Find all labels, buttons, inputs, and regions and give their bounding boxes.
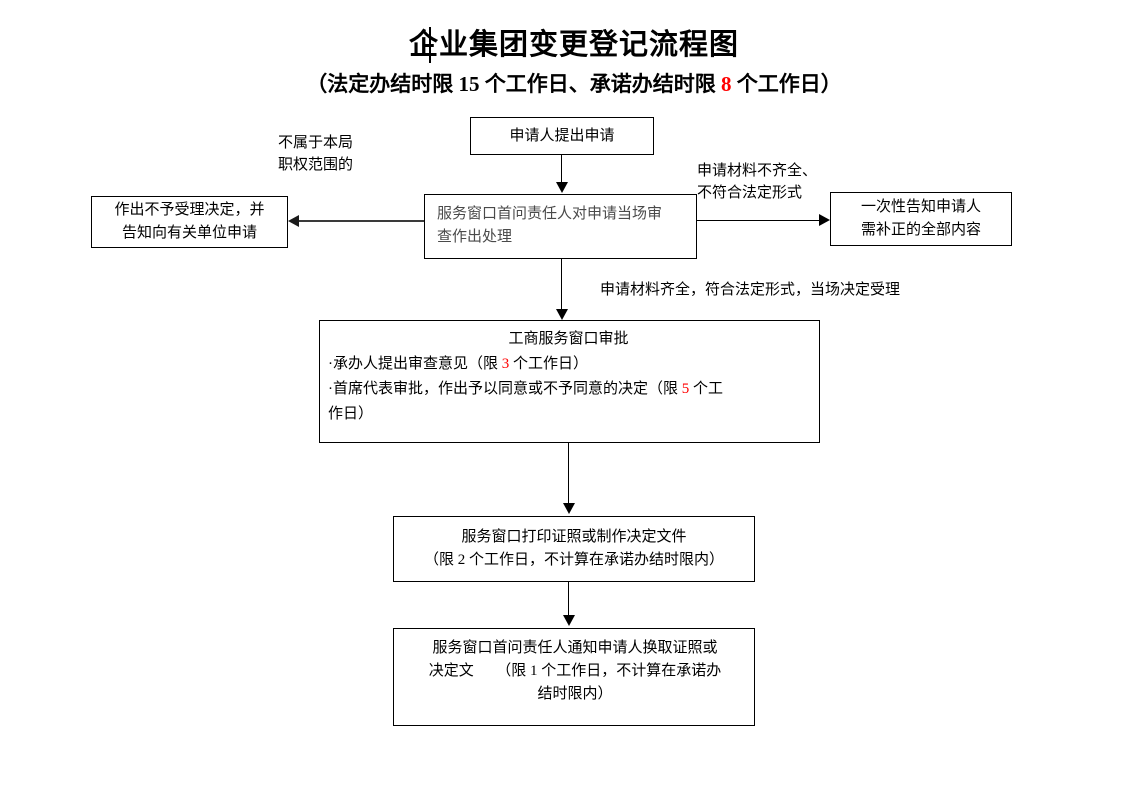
node-approval-item-2-prefix: ·首席代表审批，作出予以同意或不予同意的决定（限 [328,381,682,397]
node-reject-decision-label: 作出不予受理决定，并 告知向有关单位申请 [114,202,265,241]
node-approval-item-1-suffix: 个工作日） [509,356,589,372]
node-deliver-certificate[interactable]: 服务窗口首问责任人通知申请人换取证照或 决定文 （限 1 个工作日，不计算在承诺… [393,628,755,726]
connector-window-to-approval-arrow [556,309,568,320]
node-applicant-submit-label: 申请人提出申请 [509,127,615,144]
node-service-window-review[interactable]: 服务窗口首问责任人对申请当场审 查作出处理 [424,194,697,259]
node-approval-item-2-suffix: 个工 作日） [328,381,724,422]
connector-print-to-deliver-arrow [563,615,575,626]
connector-window-to-reject-line [299,220,424,222]
node-approval-item-1-prefix: ·承办人提出审查意见（限 [328,356,502,372]
connector-print-to-deliver-line [568,582,569,615]
subtitle-days-highlight: 8 [721,72,732,96]
node-approval-item-2-days: 5 [681,381,690,397]
node-reject-decision[interactable]: 作出不予受理决定，并 告知向有关单位申请 [91,196,288,248]
connector-approval-to-print-arrow [563,503,575,514]
subtitle-suffix: 个工作日） [731,72,842,96]
connector-approval-to-print-line [568,443,569,503]
text-cursor [429,27,431,63]
node-print-certificate-label: 服务窗口打印证照或制作决定文件 （限 2 个工作日，不计算在承诺办结时限内） [423,529,724,568]
subtitle-prefix: （法定办结时限 15 个工作日、承诺办结时限 [306,72,721,96]
node-business-window-approval[interactable]: 工商服务窗口审批 ·承办人提出审查意见（限 3 个工作日） ·首席代表审批，作出… [319,320,820,443]
node-print-certificate[interactable]: 服务窗口打印证照或制作决定文件 （限 2 个工作日，不计算在承诺办结时限内） [393,516,755,582]
node-approval-item-2: ·首席代表审批，作出予以同意或不予同意的决定（限 5 个工 作日） [328,377,809,427]
edge-label-incomplete-materials: 申请材料不齐全、 不符合法定形式 [697,163,818,201]
connector-window-to-reject-arrow [288,215,299,227]
edge-label-out-of-scope: 不属于本局 职权范围的 [278,135,354,173]
connector-window-to-approval-line [561,259,562,309]
connector-window-to-notify-arrow [819,214,830,226]
connector-apply-to-window-arrow [556,182,568,193]
node-applicant-submit[interactable]: 申请人提出申请 [470,117,654,155]
node-approval-item-1-days: 3 [501,356,510,372]
node-approval-heading: 工商服务窗口审批 [508,331,629,347]
node-service-window-review-label: 服务窗口首问责任人对申请当场审 查作出处理 [437,206,663,245]
edge-label-complete-materials: 申请材料齐全，符合法定形式，当场决定受理 [600,282,901,298]
connector-window-to-notify-line [697,220,819,221]
page-title: 企业集团变更登记流程图 [408,29,739,61]
node-approval-item-1: ·承办人提出审查意见（限 3 个工作日） [328,352,809,377]
node-deliver-certificate-label: 服务窗口首问责任人通知申请人换取证照或 决定文 （限 1 个工作日，不计算在承诺… [428,640,722,702]
node-one-time-notice-label: 一次性告知申请人 需补正的全部内容 [860,199,981,238]
node-one-time-notice[interactable]: 一次性告知申请人 需补正的全部内容 [830,192,1012,246]
page-subtitle: （法定办结时限 15 个工作日、承诺办结时限 8 个工作日） [0,70,1148,98]
connector-apply-to-window-line [561,155,562,182]
